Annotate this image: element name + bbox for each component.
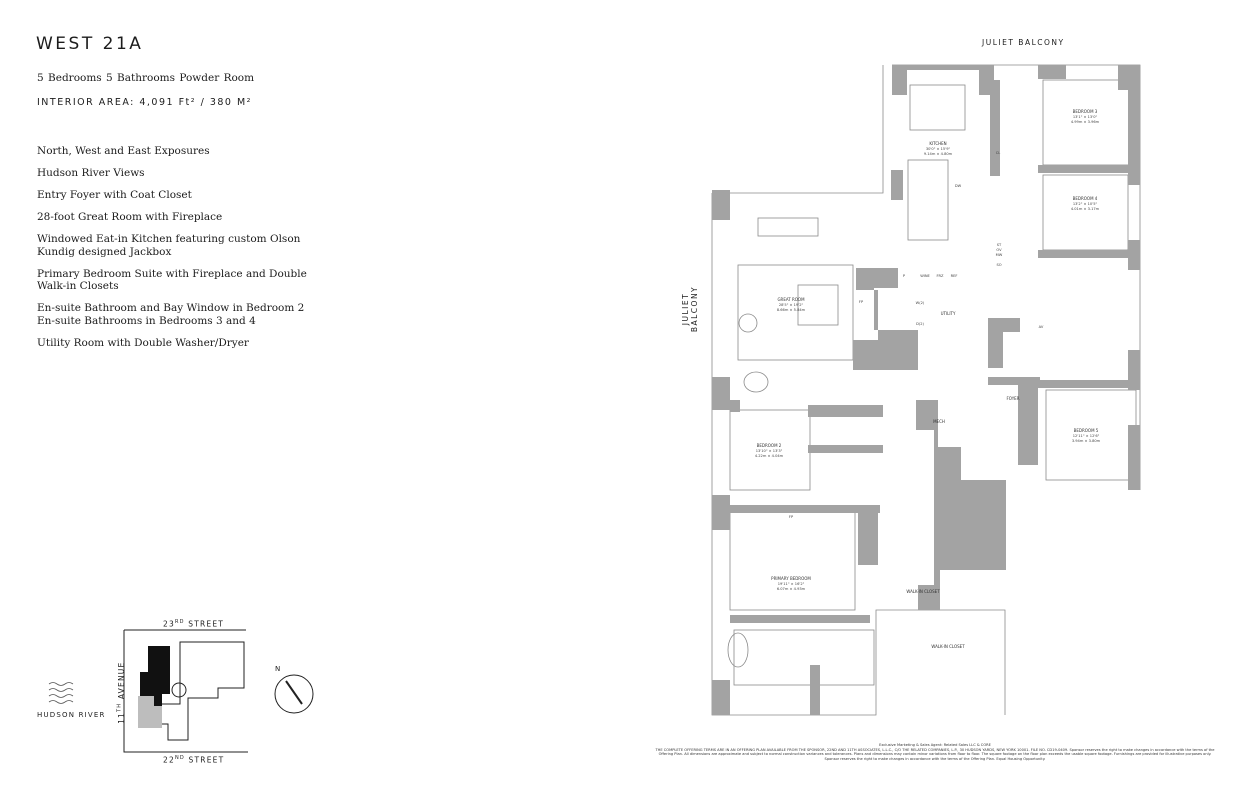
street-23rd-label: 23RD STREET [163,619,225,629]
legal-disclaimer: Exclusive Marketing & Sales Agent: Relat… [655,743,1215,761]
unit-summary: 5 Bedrooms 5 Bathrooms Powder Room [37,72,255,84]
disclaimer-agent: Exclusive Marketing & Sales Agent: Relat… [879,743,991,747]
wine-label: WINE [920,274,930,278]
av-label: AV [1039,325,1044,329]
speed-oven-label: SO [996,263,1001,267]
primary-bedroom-dims: 19'11" × 16'2" [778,582,805,586]
north-label: N [275,665,282,673]
bedroom3-label: BEDROOM 3 [1073,109,1098,114]
interior-area: INTERIOR AREA: 4,091 Ft² / 380 M² [37,97,252,108]
key-plan-map [123,629,248,753]
feature-item: Utility Room with Double Washer/Dryer [37,336,249,349]
feature-item: North, West and East Exposures [37,145,210,157]
primary-bedroom-metric: 6.07m × 4.93m [777,587,806,591]
washer-label: W(2) [916,301,925,305]
great-room-label: GREAT ROOM [777,297,805,302]
fireplace-2-label: FP [789,515,794,519]
refrigerator-label: REF [951,274,958,278]
north-compass-icon [274,674,314,714]
bedroom2-label: BEDROOM 2 [757,443,782,448]
great-room-metric: 8.66m × 5.84m [777,308,806,312]
mech-label: MECH [933,419,945,424]
bedroom4-metric: 4.01m × 3.17m [1071,207,1100,211]
juliet-balcony-top-label: JULIET BALCONY [982,38,1065,47]
dryer-label: D(2) [916,322,924,326]
bedroom4-label: BEDROOM 4 [1073,196,1098,201]
unit-title: WEST 21A [36,34,144,54]
feature-item: 28-foot Great Room with Fireplace [37,211,223,223]
freezer-label: FRZ [936,274,944,278]
bedroom2-metric: 4.22m × 4.04m [755,454,784,458]
pantry-label: P [903,274,906,278]
steam-oven-label: ST [997,243,1002,247]
bedroom4-dims: 13'2" × 10'5" [1073,202,1098,206]
river-label: HUDSON RIVER [37,711,106,719]
feature-item: Windowed Eat-in Kitchen featuring custom… [37,233,301,258]
kitchen-label: KITCHEN [929,141,946,146]
river-waves-icon [48,682,74,704]
bedroom5-label: BEDROOM 5 [1074,428,1099,433]
disclaimer-terms: THE COMPLETE OFFERING TERMS ARE IN AN OF… [655,747,1215,761]
bedroom3-metric: 4.99m × 3.96m [1071,120,1100,124]
street-22nd-label: 22ND STREET [163,755,225,765]
kitchen-metric: 9.14m × 4.80m [924,152,953,156]
dishwasher-label: DW [955,184,962,188]
walkin-closet-2-label: WALK-IN CLOSET [931,644,965,649]
feature-item: En-suite Bathroom and Bay Window in Bedr… [37,302,305,314]
floor-plan: KITCHEN 30'0" × 15'9" 9.14m × 4.80m BEDR… [711,64,1141,716]
fireplace-label: FP [859,300,864,304]
walkin-closet-1-label: WALK-IN CLOSET [906,589,940,594]
feature-item: Primary Bedroom Suite with Fireplace and… [37,267,307,293]
feature-list: North, West and East Exposures Hudson Ri… [37,145,337,359]
bedroom2-dims: 13'10" × 13'3" [756,449,783,453]
foyer-label: FOYER [1007,396,1020,401]
feature-item: En-suite Bathrooms in Bedrooms 3 and 4 [37,314,256,327]
utility-label: UTILITY [941,311,956,316]
bedroom5-metric: 3.94m × 3.80m [1072,439,1101,443]
feature-item: Hudson River Views [37,167,145,179]
oven-label: OV [996,248,1002,252]
kitchen-dims: 30'0" × 15'9" [926,147,951,151]
microwave-label: MW [996,253,1003,257]
bedroom5-dims: 12'11" × 12'6" [1073,434,1100,438]
great-room-dims: 28'5" × 19'2" [779,303,804,307]
closet-label: CL [996,151,1001,155]
feature-item: Entry Foyer with Coat Closet [37,189,192,201]
bedroom3-dims: 13'1" × 13'0" [1073,115,1098,119]
primary-bedroom-label: PRIMARY BEDROOM [771,576,811,581]
